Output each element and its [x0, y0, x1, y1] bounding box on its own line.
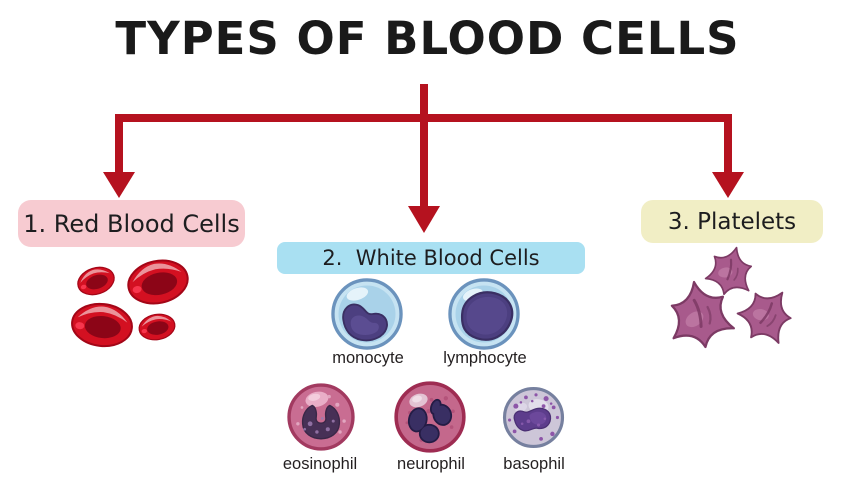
arrowhead-center — [408, 206, 440, 233]
monocyte-label: monocyte — [332, 349, 404, 367]
neurophil-illustration — [394, 381, 466, 453]
branch-box-platelets: 3. Platelets — [641, 200, 823, 243]
eosinophil-illustration — [287, 383, 355, 451]
arrowhead-right — [712, 172, 744, 198]
branch-box-red-blood-cells: 1. Red Blood Cells — [18, 200, 245, 247]
page-title: TYPES OF BLOOD CELLS — [115, 12, 740, 65]
branch-label-red-blood-cells: 1. Red Blood Cells — [23, 209, 240, 238]
basophil-label: basophil — [503, 455, 565, 473]
arrowhead-left — [103, 172, 135, 198]
branch-box-white-blood-cells: 2. White Blood Cells — [277, 242, 585, 274]
red-blood-cells-illustration — [68, 254, 193, 351]
monocyte-illustration — [331, 278, 403, 350]
branch-label-platelets: 3. Platelets — [667, 208, 797, 235]
basophil-illustration — [502, 386, 565, 449]
branch-label-white-blood-cells: 2. White Blood Cells — [322, 246, 540, 270]
lymphocyte-illustration — [448, 278, 520, 350]
neurophil-label: neurophil — [397, 455, 465, 473]
lymphocyte-label: lymphocyte — [443, 349, 527, 367]
platelets-illustration — [663, 240, 805, 354]
eosinophil-label: eosinophil — [282, 455, 358, 473]
